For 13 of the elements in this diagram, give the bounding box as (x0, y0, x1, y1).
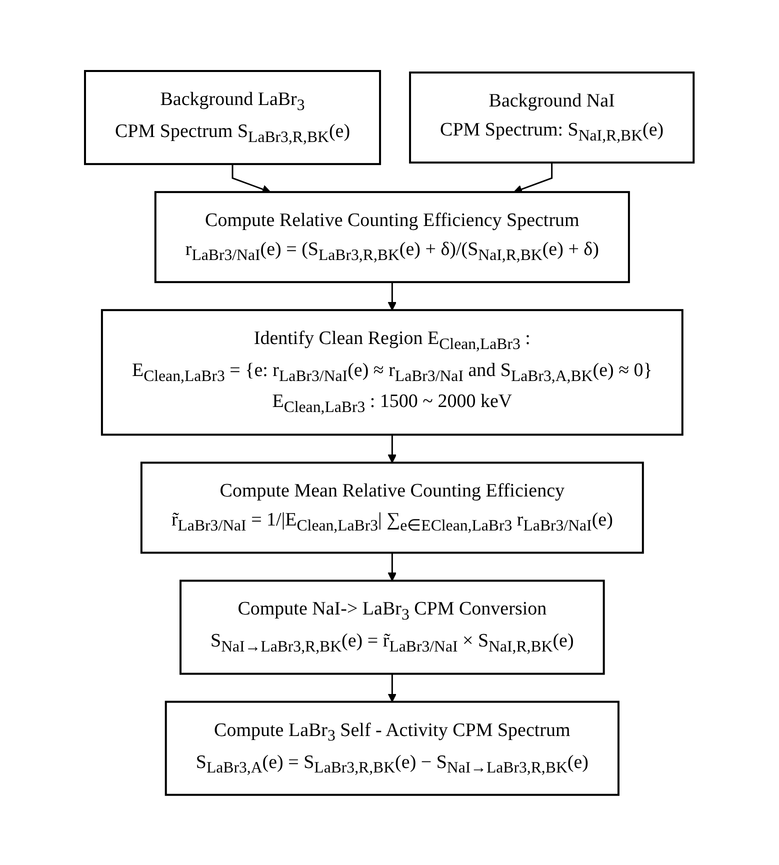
node-box: Compute LaBr$_{3}$ Self - Activity CPM Spectrum S$_{LaBr3,A}$(e) = S$_{LaBr3,R,BK}$(e) − S$_{NaI→LaBr3,R,BK}$(e) (165, 700, 620, 796)
node-box: Background NaI CPM Spectrum: S$_{NaI,R,BK}$(e) (409, 71, 695, 164)
arrow (388, 673, 397, 702)
node-box: Compute NaI-> LaBr$_{3}$ CPM Conversion S$_{NaI→LaBr3,R,BK}$(e) = r̃$_{LaBr3/NaI}$ × S$_{NaI,R,BK}$(e) (180, 579, 606, 674)
arrow (388, 552, 397, 581)
arrow (232, 164, 271, 194)
arrow (388, 282, 397, 310)
node-box: Identify Clean Region E$_{Clean,LaBr3}$ : E$_{Clean,LaBr3}$ = {e: r$_{LaBr3/NaI}$(e) ≈ r$_{LaBr3/NaI}$ and S$_{LaBr3,A,BK}$(e) ≈ 0} E$_{Clean,LaBr3}$ : 1500 ~ 2000 keV (101, 308, 684, 436)
arrow (514, 162, 553, 194)
node-box: Compute Relative Counting Efficiency Spectrum r$_{LaBr3/NaI}$(e) = (S$_{LaBr3,R,BK}$(e) + δ)/(S$_{NaI,R,BK}$(e) + δ) (154, 190, 630, 283)
node-box: Compute Mean Relative Counting Efficiency r̃$_{LaBr3/NaI}$ = 1/|E$_{Clean,LaBr3}$| ∑$_{e∈EClean,LaBr3}$ r$_{LaBr3/NaI}$(e) (140, 461, 644, 554)
arrow (388, 434, 397, 463)
node-box: Background LaBr$_{3}$ CPM Spectrum S$_{LaBr3,R,BK}$(e) (84, 70, 382, 165)
